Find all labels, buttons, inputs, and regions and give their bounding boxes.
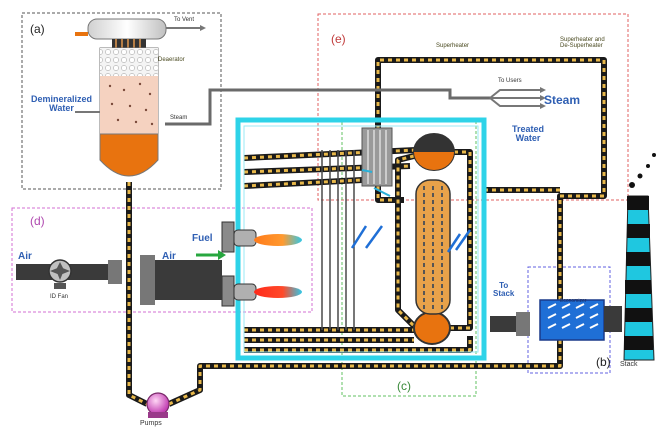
pipe-segment-dash bbox=[376, 58, 606, 300]
pipe-segment bbox=[450, 149, 473, 331]
pump bbox=[146, 392, 170, 418]
steam-outlet-arrows bbox=[489, 89, 540, 107]
deaerator-spray-zone bbox=[100, 76, 158, 134]
pipe-segment-dash bbox=[450, 150, 472, 330]
water-wall-tubes bbox=[321, 150, 355, 330]
superheater-desuperheater-label: Superheater and De-Superheater bbox=[560, 37, 605, 49]
flame-lower bbox=[254, 286, 302, 298]
mud-drum bbox=[413, 311, 451, 345]
flame-upper bbox=[254, 234, 302, 246]
deaerator-label: Deaerator bbox=[158, 57, 185, 63]
deaerator-water bbox=[99, 133, 159, 177]
economizer-label: Economizer bbox=[560, 298, 587, 304]
superheater-label: Superheater bbox=[436, 43, 470, 49]
panel-d-boundary bbox=[11, 207, 313, 313]
to-users-label: To Users bbox=[498, 78, 522, 84]
panel-label-a: (a) bbox=[30, 22, 45, 36]
steam-label: Steam bbox=[544, 93, 581, 107]
panel-label-c: (c) bbox=[397, 379, 411, 393]
panel-label-d: (d) bbox=[30, 214, 45, 228]
pipe-segment-dash bbox=[244, 336, 472, 352]
treated-water-label: Treated Water bbox=[512, 124, 545, 143]
demineralized-water-label: Demineralized Water bbox=[31, 94, 93, 113]
deaerator-tank bbox=[75, 18, 206, 177]
burner-lower bbox=[221, 275, 302, 307]
deaerator-head bbox=[87, 18, 167, 40]
stack-chimney bbox=[623, 153, 656, 361]
superheater-bank bbox=[361, 127, 393, 187]
deaerator-packing bbox=[100, 48, 158, 76]
id-fan-label: ID Fan bbox=[50, 294, 69, 300]
pipe-segment-dash bbox=[396, 154, 416, 328]
fuel-label: Fuel bbox=[192, 233, 213, 244]
deaerator-nozzles bbox=[112, 39, 146, 48]
steam-line bbox=[165, 88, 490, 126]
stack-label: Stack bbox=[620, 361, 638, 368]
panel-label-e: (e) bbox=[331, 32, 346, 46]
pipe-segment-dash bbox=[127, 182, 148, 406]
deaerator-steam-label: Steam bbox=[170, 115, 188, 121]
to-vent-label: To Vent bbox=[174, 17, 195, 23]
flow-arrows bbox=[350, 225, 472, 253]
panel-label-b: (b) bbox=[596, 355, 611, 369]
burner-upper bbox=[221, 221, 302, 253]
air-duct-main bbox=[140, 260, 222, 300]
air-label-right: Air bbox=[162, 251, 176, 262]
pumps-label: Pumps bbox=[140, 420, 162, 427]
pipe-segment-dash bbox=[243, 178, 363, 188]
to-stack-label: To Stack bbox=[493, 281, 515, 298]
panel-a-boundary bbox=[21, 12, 222, 190]
pipe-segment bbox=[395, 153, 417, 329]
stack-duct bbox=[490, 316, 518, 332]
pipe-segment-dash bbox=[168, 340, 562, 406]
air-label-left: Air bbox=[18, 251, 32, 262]
